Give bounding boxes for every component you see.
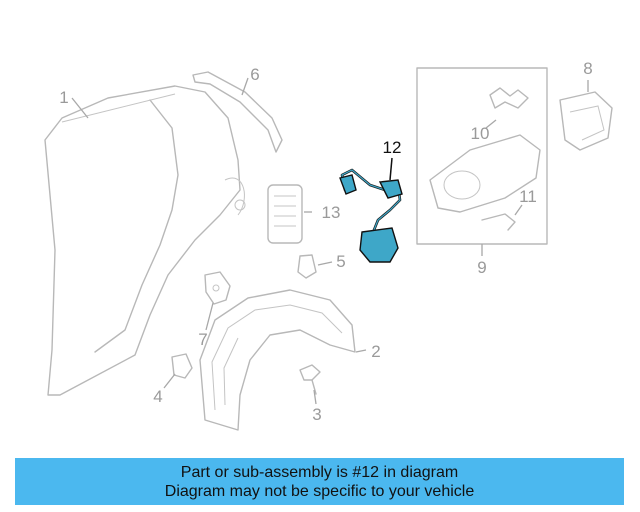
- screw-part-3: [299, 364, 321, 395]
- callout-10: 10: [471, 124, 490, 143]
- leader-lines: [71, 77, 589, 405]
- callout-7: 7: [198, 330, 207, 349]
- callout-9: 9: [477, 258, 486, 277]
- banner-line-1: Part or sub-assembly is #12 in diagram: [180, 463, 459, 481]
- callout-5: 5: [336, 252, 345, 271]
- fastener-part-4: [171, 353, 193, 379]
- callout-3: 3: [312, 405, 321, 424]
- fuel-door-box: [416, 67, 548, 245]
- callout-4: 4: [153, 387, 162, 406]
- callout-8: 8: [583, 59, 592, 78]
- clip-part-5: [297, 254, 317, 279]
- callout-13: 13: [322, 203, 341, 222]
- banner-line-2: Diagram may not be specific to your vehi…: [164, 482, 475, 500]
- callout-6: 6: [250, 65, 259, 84]
- callout-2: 2: [371, 342, 380, 361]
- vent-part: [267, 184, 303, 244]
- callout-1: 1: [59, 88, 68, 107]
- strip-part: [192, 71, 283, 153]
- quarter-panel-part: [44, 85, 246, 396]
- fuel-door-part: [559, 91, 613, 151]
- wheel-liner-part: [199, 289, 356, 431]
- info-banner: Part or sub-assembly is #12 in diagram D…: [15, 458, 624, 505]
- bracket-part-7: [204, 271, 231, 305]
- wiring-harness-part-12: [339, 168, 403, 263]
- callout-11: 11: [519, 187, 537, 206]
- callout-12: 12: [383, 138, 402, 157]
- callout-labels: 1 2 3 4 5 6 7 8 9 10 11 12 13: [59, 59, 592, 424]
